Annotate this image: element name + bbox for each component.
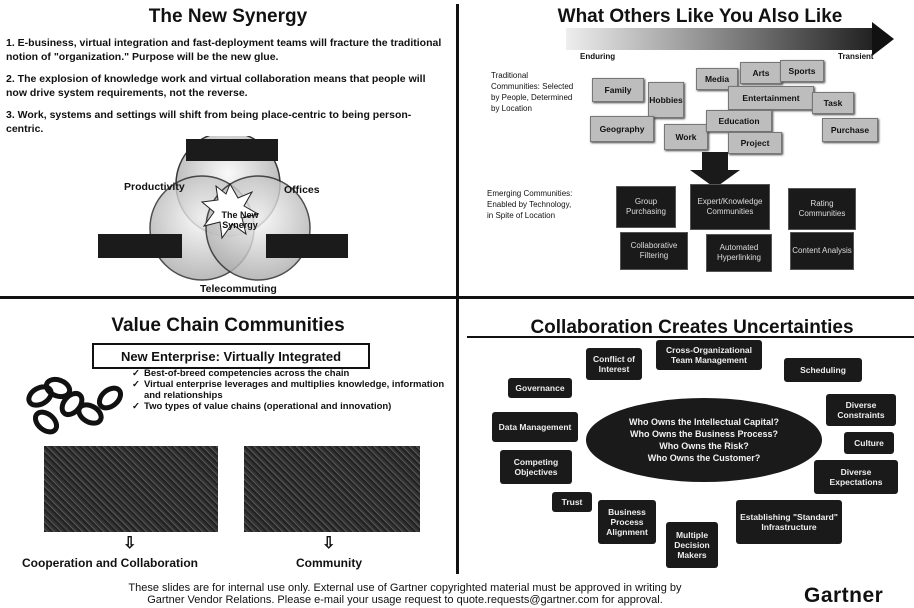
tile-hobbies: Hobbies	[648, 82, 684, 118]
vertical-divider	[456, 4, 459, 574]
tile-entertainment: Entertainment	[728, 86, 814, 110]
footer-disclaimer: These slides are for internal use only. …	[128, 582, 682, 606]
venn-offices: Offices	[284, 184, 320, 196]
check-icon: ✓	[132, 368, 140, 379]
venn-telecommuting: Telecommuting	[200, 283, 277, 295]
check-item: ✓Virtual enterprise leverages and multip…	[132, 379, 445, 401]
caption-cooperation: Cooperation and Collaboration	[22, 556, 198, 570]
q1-point: 3. Work, systems and settings will shift…	[6, 109, 412, 135]
ownership-ellipse: Who Owns the Intellectual Capital? Who O…	[586, 398, 822, 482]
tile-multiple-decision: Multiple Decision Makers	[666, 522, 718, 568]
arrow-right-icon	[872, 22, 894, 56]
q2-title: What Others Like You Also Like	[557, 6, 843, 27]
tile-geography: Geography	[590, 116, 654, 142]
q1-title: The New Synergy	[148, 6, 308, 27]
check-item: ✓Best-of-breed competencies across the c…	[132, 368, 350, 379]
tile-media: Media	[696, 68, 738, 90]
q1-point: 2. The explosion of knowledge work and v…	[6, 73, 426, 99]
tile-diverse-expectations: Diverse Expectations	[814, 460, 898, 494]
q4-title: Collaboration Creates Uncertainties	[530, 317, 854, 338]
q1-points: 1. E-business, virtual integration and f…	[6, 36, 446, 144]
tile-trust: Trust	[552, 492, 592, 512]
tile-automated-hyperlinking: Automated Hyperlinking	[706, 234, 772, 272]
tile-arts: Arts	[740, 62, 782, 84]
tile-standard-infrastructure: Establishing "Standard" Infrastructure	[736, 500, 842, 544]
tile-task: Task	[812, 92, 854, 114]
gartner-logo: Gartner	[804, 584, 884, 607]
value-chain-block-right	[244, 446, 420, 532]
horizontal-divider	[0, 296, 914, 299]
tile-cross-org: Cross-Organizational Team Management	[656, 340, 762, 370]
venn-dark-box	[186, 139, 278, 161]
down-arrow-shaft	[702, 152, 728, 172]
arrow-down-icon	[690, 170, 740, 188]
q3-title: Value Chain Communities	[111, 315, 345, 336]
emerging-label: Emerging Communities: Enabled by Technol…	[487, 189, 573, 220]
tile-content-analysis: Content Analysis	[790, 232, 854, 270]
checklist: ✓Best-of-breed competencies across the c…	[132, 368, 450, 412]
tile-expert-knowledge: Expert/Knowledge Communities	[690, 184, 770, 230]
starburst-icon	[200, 182, 260, 240]
tile-group-purchasing: Group Purchasing	[616, 186, 676, 228]
venn-dark-box	[98, 234, 182, 258]
tile-family: Family	[592, 78, 644, 102]
chain-links-icon	[26, 376, 124, 435]
tile-education: Education	[706, 110, 772, 132]
q1-point: 1. E-business, virtual integration and f…	[6, 37, 442, 63]
check-item: ✓Two types of value chains (operational …	[132, 401, 392, 412]
tile-conflict: Conflict of Interest	[586, 348, 642, 380]
tile-scheduling: Scheduling	[784, 358, 862, 382]
arrow-start-label: Enduring	[580, 52, 616, 61]
venn-dark-box	[266, 234, 348, 258]
tile-data-management: Data Management	[492, 412, 578, 442]
tile-collaborative-filtering: Collaborative Filtering	[620, 232, 688, 270]
caption-community: Community	[296, 556, 362, 570]
tile-sports: Sports	[780, 60, 824, 82]
tile-work: Work	[664, 124, 708, 150]
traditional-label: Traditional Communities: Selected by Peo…	[491, 71, 574, 113]
tile-culture: Culture	[844, 432, 894, 454]
value-chain-block-left	[44, 446, 218, 532]
tile-diverse-constraints: Diverse Constraints	[826, 394, 896, 426]
tile-purchase: Purchase	[822, 118, 878, 142]
arrow-down-icon: ⇩	[123, 535, 137, 552]
tile-project: Project	[728, 132, 782, 154]
arrow-down-icon: ⇩	[322, 535, 336, 552]
spectrum-arrow	[566, 28, 872, 50]
tile-governance: Governance	[508, 378, 572, 398]
check-icon: ✓	[132, 401, 140, 412]
tile-rating-communities: Rating Communities	[788, 188, 856, 230]
arrow-end-label: Transient	[838, 52, 874, 61]
venn-center: The New Synergy	[221, 210, 259, 230]
tile-competing-objectives: Competing Objectives	[500, 450, 572, 484]
venn-productivity: Productivity	[124, 181, 185, 193]
tile-business-process: Business Process Alignment	[598, 500, 656, 544]
enterprise-box: New Enterprise: Virtually Integrated	[92, 343, 370, 369]
q4-title-rule	[467, 336, 914, 338]
check-icon: ✓	[132, 379, 140, 390]
